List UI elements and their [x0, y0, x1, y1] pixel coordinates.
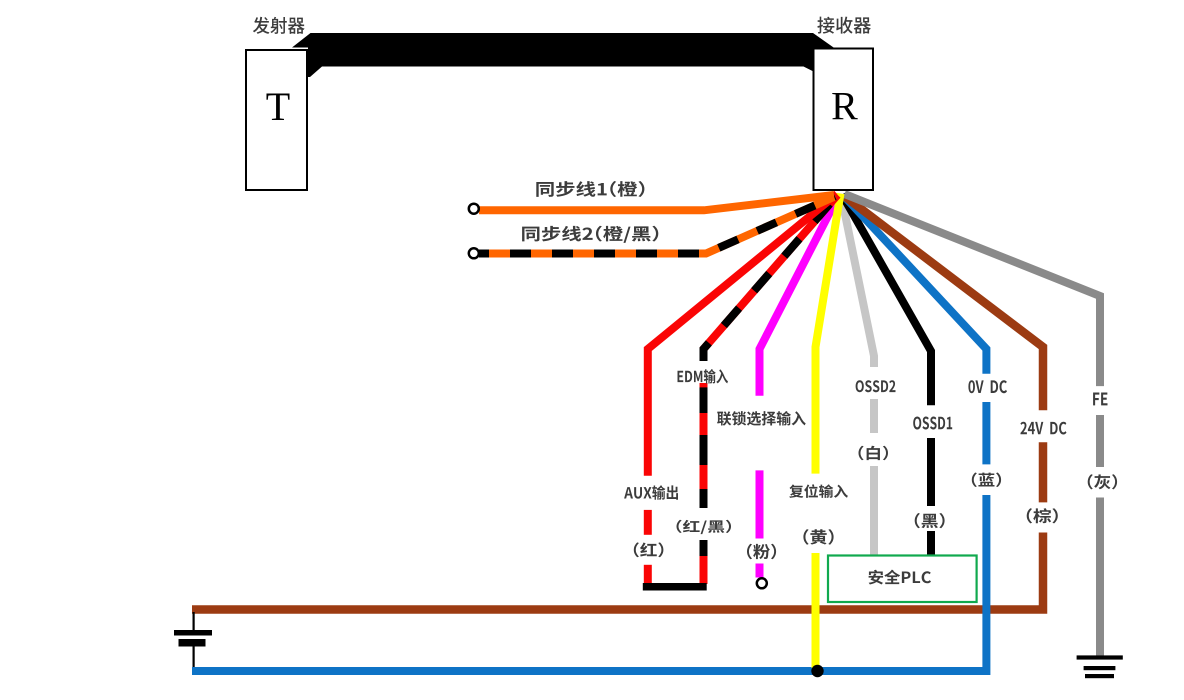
- svg-text:R: R: [831, 84, 858, 129]
- svg-text:T: T: [266, 84, 290, 129]
